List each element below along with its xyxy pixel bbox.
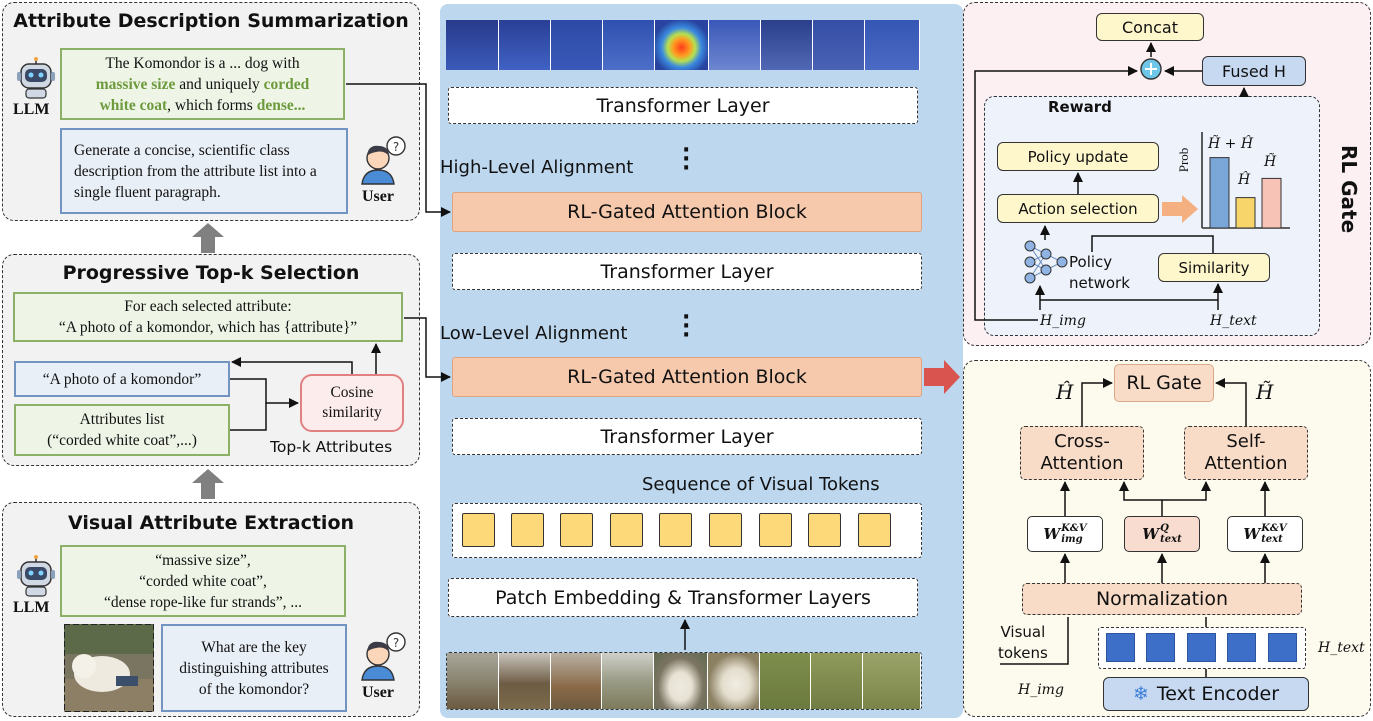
text-token [1146,633,1175,662]
bar-label-tilde: H̃ [1264,154,1277,170]
user-thinking-icon-bottom: ? [361,632,406,681]
attribute-list-box: Attributes list(“corded white coat”,...) [14,404,230,456]
h-text-label-detail: H_text [1318,640,1365,656]
rl-gated-attention-block-low: RL-Gated Attention Block [452,357,922,397]
concat-box: Concat [1096,13,1204,41]
svg-text:?: ? [393,140,399,154]
komondor-photo [64,624,154,712]
transformer-layer-bottom: Transformer Layer [452,418,922,455]
user-label-top: User [362,188,394,205]
summarization-prompt-box: Generate a concise, scientific class des… [60,128,348,214]
text-token-sequence [1098,627,1306,669]
self-attention-box: Self-Attention [1184,426,1308,480]
extraction-title: Visual Attribute Extraction [67,512,355,534]
transformer-layer-top: Transformer Layer [448,87,918,124]
text-token [1268,633,1297,662]
h-tilde-label: H̃ [1256,380,1274,404]
high-level-alignment-label: High-Level Alignment [440,157,634,178]
sequence-of-visual-tokens-label: Sequence of Visual Tokens [642,474,880,495]
visual-token [759,513,792,547]
similarity-box: Similarity [1158,253,1270,282]
h-hat-label: Ĥ [1056,380,1074,404]
visual-token [511,513,544,547]
fused-h-box: Fused H [1202,56,1306,86]
visual-token [659,513,692,547]
vertical-ellipsis-1: ··· [682,138,691,181]
visual-token [808,513,841,547]
text-token [1227,633,1256,662]
bar-label-sum: H̃ + Ĥ [1208,136,1254,152]
h-img-label-detail: H_img [1018,682,1064,698]
visual-token [709,513,742,547]
prob-bar-sum [1209,157,1230,229]
up-arrow-2 [192,469,224,499]
summarization-title: Attribute Description Summarization [13,10,409,32]
vertical-ellipsis-2: ··· [682,305,691,348]
rl-gated-attention-block-high: RL-Gated Attention Block [452,192,922,232]
reward-label: Reward [1048,98,1112,116]
plus-circle-icon [1140,58,1162,80]
svg-text:?: ? [393,636,399,650]
attention-heatmap-strip [446,20,920,70]
photo-prompt-box: “A photo of a komondor” [14,361,230,397]
user-label-bottom: User [362,684,394,701]
orange-arrow-icon [1162,195,1198,223]
prob-bar-hat [1235,197,1256,229]
text-token [1187,633,1216,662]
visual-token-sequence [452,503,922,558]
topk-title: Progressive Top-k Selection [62,262,360,284]
llm-label-top: LLM [13,101,50,118]
user-thinking-icon: ? [361,136,406,185]
extracted-attributes-box: “massive size”,“corded white coat”,“dens… [60,545,346,617]
llm-label-bottom: LLM [13,599,50,616]
cross-attention-box: Cross-Attention [1020,426,1144,480]
action-selection-box: Action selection [997,194,1159,223]
input-image-patches [446,652,922,710]
h-img-label-rl: H_img [1040,313,1086,329]
policy-update-box: Policy update [997,142,1159,171]
prob-bar-chart [1201,132,1290,229]
bar-label-hat: Ĥ [1238,172,1251,188]
rl-gate-box: RL Gate [1114,364,1214,402]
low-level-alignment-label: Low-Level Alignment [440,323,628,344]
topk-attributes-label: Top-k Attributes [270,438,393,456]
llm-robot-icon-bottom [17,555,55,597]
llm-robot-icon [17,57,55,99]
transformer-layer-middle: Transformer Layer [452,253,922,290]
patch-embedding-layer: Patch Embedding & Transformer Layers [448,578,918,617]
snowflake-icon: ❄ [1132,683,1149,705]
text-token [1106,633,1135,662]
visual-token [462,513,495,547]
topk-template-box: For each selected attribute:“A photo of … [13,292,403,342]
up-arrow-1 [192,223,224,253]
visual-token [858,513,891,547]
normalization-box: Normalization [1022,583,1302,615]
h-text-label-rl: H_text [1210,313,1257,329]
llm-summary-box: The Komondor is a ... dog with massive s… [60,48,345,120]
extraction-question-box: What are the key distinguishing attribut… [161,624,347,712]
prob-bar-tilde [1261,177,1282,229]
visual-token [560,513,593,547]
text-encoder-box: ❄Text Encoder [1103,677,1309,711]
visual-token [610,513,643,547]
policy-network-icon [1024,240,1068,284]
